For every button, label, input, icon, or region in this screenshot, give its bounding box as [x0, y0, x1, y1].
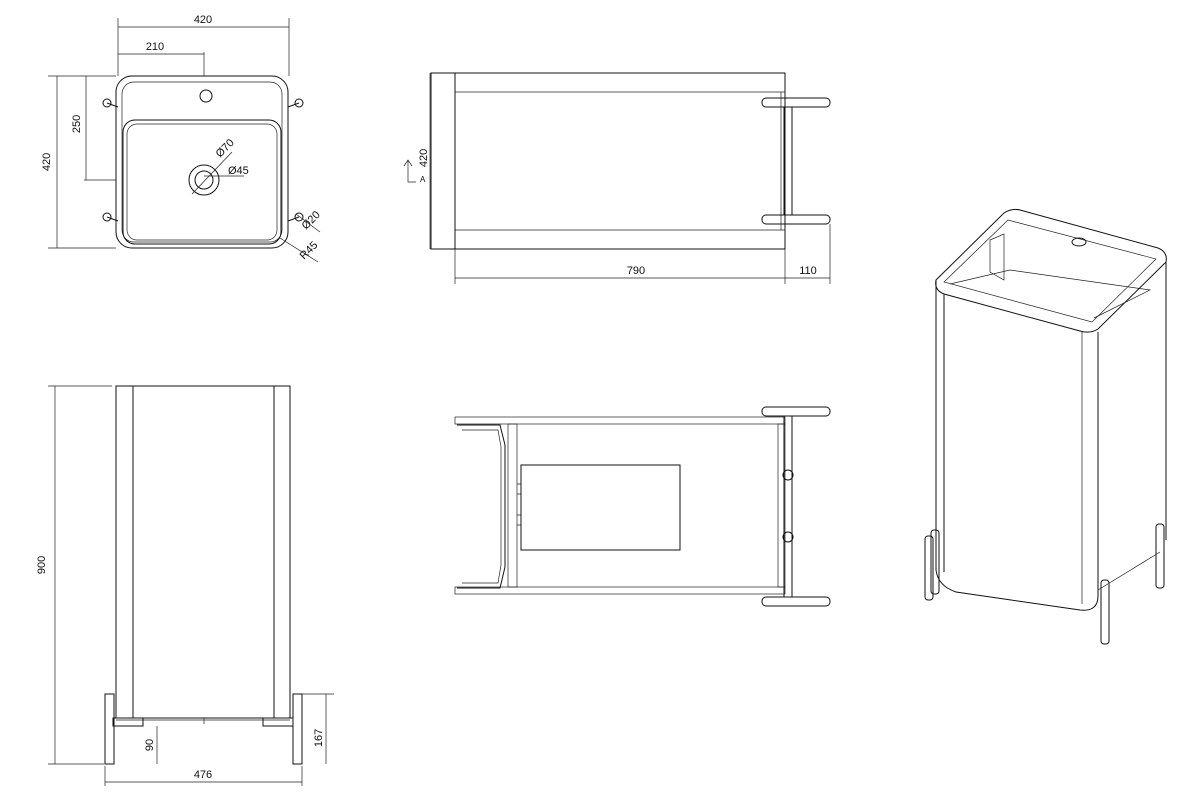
dim-top-width: 420: [194, 14, 212, 26]
section-marker: A: [403, 159, 426, 184]
front-view-body: [115, 385, 291, 719]
dim-top-depth: 420: [41, 153, 53, 171]
dim-leg-height: 167: [313, 729, 325, 747]
section-basin: [457, 424, 506, 589]
side-view: 420 A 790 110: [403, 72, 831, 284]
bolt-icon: [782, 469, 794, 481]
dim-leg-extension: 110: [799, 265, 817, 277]
iso-top-rim: [935, 208, 1167, 333]
leg-icon: [102, 212, 112, 222]
section-opening: [520, 464, 681, 551]
iso-basin-rim: [943, 219, 1157, 323]
leg-icon: [102, 98, 112, 108]
leg-icon: [761, 406, 831, 417]
top-view-inner-rim: [121, 81, 283, 243]
leg-icon: [294, 212, 304, 222]
leg-icon: [262, 717, 294, 727]
section-top-wall: [454, 416, 786, 425]
top-view-basin: [122, 119, 282, 245]
dim-plinth-height: 90: [144, 739, 156, 751]
dim-front-height: 900: [36, 556, 48, 574]
iso-faucet-hole: [1071, 237, 1087, 247]
section-view: [454, 406, 831, 607]
iso-legs: [924, 523, 1165, 645]
leg-icon: [1100, 579, 1110, 645]
drain-inner: [194, 170, 214, 190]
leg-icon: [930, 529, 940, 595]
iso-basin-back-wall: [989, 233, 1005, 281]
iso-front-face: [935, 280, 1099, 611]
leg-icon: [112, 717, 144, 727]
leg-icon: [761, 596, 831, 607]
leg-icon: [761, 214, 831, 225]
dim-front-width: 476: [194, 769, 212, 781]
dim-leg-diameter: Ø20: [300, 209, 323, 232]
dim-top-half-width: 210: [146, 41, 164, 53]
leg-icon: [761, 97, 831, 108]
section-bottom-wall: [454, 586, 786, 595]
drain-outer: [188, 164, 220, 196]
leg-icon: [294, 98, 304, 108]
section-divider-wall: [507, 423, 518, 588]
side-view-body: [430, 72, 786, 250]
bolt-icon: [782, 531, 794, 543]
dim-drain-inner: Ø45: [228, 165, 249, 177]
front-view-legs: [104, 693, 303, 765]
front-view: 900 476 90 167: [36, 385, 334, 786]
side-view-legs: [761, 97, 831, 225]
top-view: 420 210 420 250 Ø70 Ø45 Ø20 R45: [41, 14, 323, 263]
isometric-view: [924, 208, 1167, 645]
leg-icon: [924, 535, 934, 601]
leg-icon: [783, 106, 793, 216]
section-view-legs: [761, 406, 831, 607]
dim-drain-outer: Ø70: [214, 137, 237, 160]
leg-icon: [783, 415, 793, 598]
leg-icon: [104, 693, 115, 765]
faucet-hole: [199, 89, 213, 103]
dim-corner-radius: R45: [298, 239, 321, 262]
leg-icon: [1155, 523, 1165, 589]
top-view-legs: [102, 98, 304, 222]
top-view-outer-rim: [115, 75, 289, 249]
top-view-basin-inner: [126, 123, 278, 241]
dim-drain-offset: 250: [71, 115, 83, 133]
dim-side-depth: 420: [418, 149, 430, 167]
section-label: A: [420, 175, 426, 184]
dim-side-length: 790: [627, 265, 645, 277]
section-end-wall: [777, 423, 786, 588]
leg-icon: [292, 693, 303, 765]
